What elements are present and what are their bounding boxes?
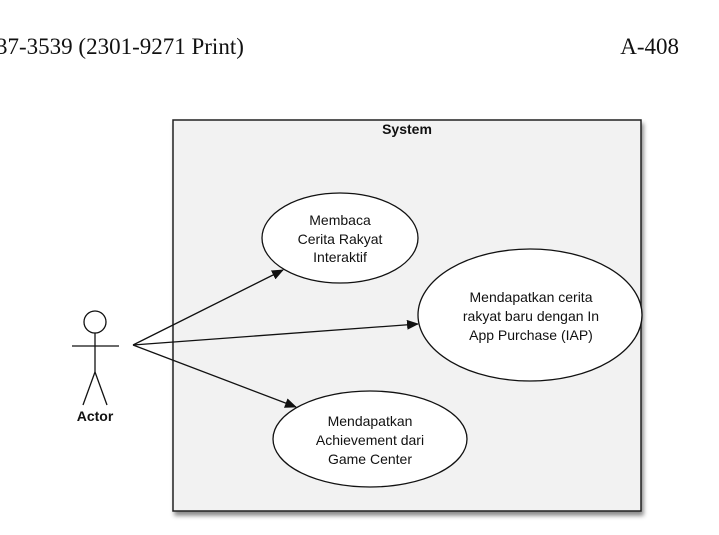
use-case-line: App Purchase (IAP) bbox=[469, 327, 593, 343]
system-label: System bbox=[382, 121, 432, 137]
use-case-line: Cerita Rakyat bbox=[298, 231, 383, 247]
use-case-line: Achievement dari bbox=[316, 432, 424, 448]
header-page-number: A-408 bbox=[620, 34, 679, 59]
arrow-to-iap bbox=[132, 319, 419, 346]
header-left-issn: 37-3539 (2301-9271 Print) bbox=[0, 34, 244, 59]
use-case-membaca: Membaca Cerita Rakyat Interaktif bbox=[261, 192, 419, 284]
actor-label: Actor bbox=[77, 408, 114, 424]
use-case-line: Interaktif bbox=[313, 249, 367, 265]
use-case-achievement: Mendapatkan Achievement dari Game Center bbox=[272, 390, 468, 488]
arrow-to-membaca bbox=[132, 269, 284, 346]
use-case-line: Game Center bbox=[328, 451, 412, 467]
use-case-line: rakyat baru dengan In bbox=[463, 308, 599, 324]
actor-figure bbox=[72, 310, 119, 406]
use-case-line: Mendapatkan cerita bbox=[470, 289, 593, 305]
arrow-to-achievement bbox=[132, 344, 297, 408]
use-case-line: Membaca bbox=[309, 212, 371, 228]
use-case-line: Mendapatkan bbox=[328, 413, 413, 429]
use-case-iap: Mendapatkan cerita rakyat baru dengan In… bbox=[417, 248, 643, 382]
associations bbox=[132, 269, 419, 408]
